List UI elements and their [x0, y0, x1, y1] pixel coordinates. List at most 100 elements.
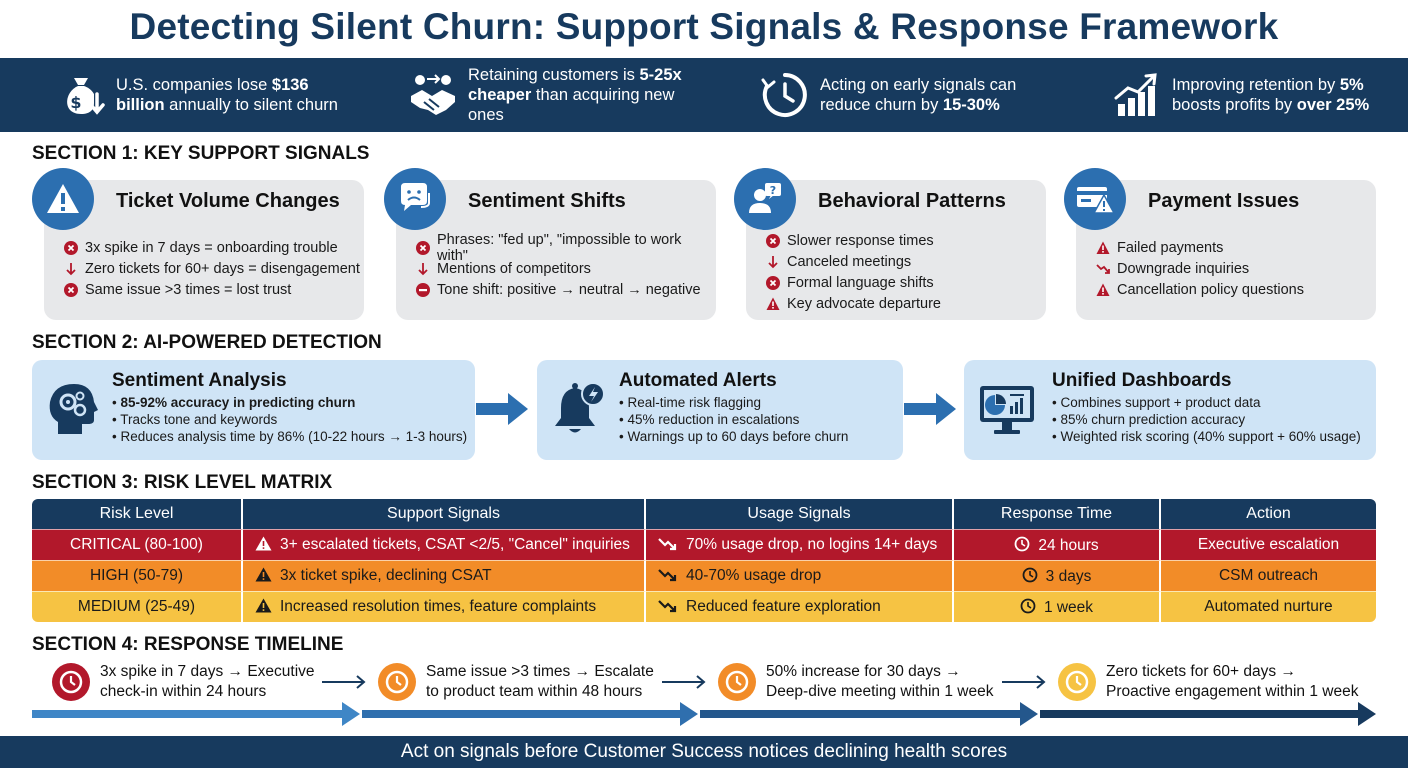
footer-banner: Act on signals before Customer Success n… [0, 736, 1408, 768]
warning-icon [32, 168, 94, 230]
list-item: Warnings up to 60 days before churn [619, 428, 848, 445]
ai-card-automated-alerts: Automated Alerts Real-time risk flagging… [537, 360, 903, 460]
clock-icon [1058, 663, 1096, 701]
table-header-row: Risk Level Support Signals Usage Signals… [32, 499, 1376, 529]
ai-card-unified-dashboards: Unified Dashboards Combines support + pr… [964, 360, 1376, 460]
section3-heading: SECTION 3: RISK LEVEL MATRIX [32, 472, 333, 493]
usage-signals-cell: 40-70% usage drop [686, 567, 822, 584]
usage-signals-cell: Reduced feature exploration [686, 598, 881, 615]
list-item: Weighted risk scoring (40% support + 60%… [1052, 428, 1360, 445]
action-cell: Automated nurture [1161, 591, 1376, 622]
section2-heading: SECTION 2: AI-POWERED DETECTION [32, 332, 382, 353]
stat-retention-cost: Retaining customers is 5-25x cheaper tha… [352, 58, 704, 132]
card-title: Behavioral Patterns [818, 190, 1006, 212]
section1-heading: SECTION 1: KEY SUPPORT SIGNALS [32, 143, 370, 164]
x-circle-icon [64, 240, 78, 255]
stat-profit-boost: Improving retention by 5% boosts profits… [1056, 58, 1408, 132]
list-item: Same issue >3 times = lost trust [64, 279, 360, 300]
warning-triangle-icon [1096, 241, 1110, 254]
list-item: 85-92% accuracy in predicting churn [112, 394, 467, 411]
list-item: Mentions of competitors [416, 258, 716, 279]
list-item: Zero tickets for 60+ days = disengagemen… [64, 258, 360, 279]
risk-matrix-table: Risk Level Support Signals Usage Signals… [32, 499, 1376, 622]
signal-card-sentiment-shifts: Sentiment Shifts Phrases: "fed up", "imp… [384, 168, 716, 320]
clock-icon [378, 663, 416, 701]
bell-alert-icon [555, 382, 605, 433]
table-row: MEDIUM (25-49) Increased resolution time… [32, 591, 1376, 622]
list-item: Downgrade inquiries [1096, 258, 1304, 279]
card-title: Payment Issues [1148, 190, 1300, 212]
support-signals-cell: 3x ticket spike, declining CSAT [280, 567, 492, 584]
list-item: Combines support + product data [1052, 394, 1361, 411]
svg-text:$: $ [70, 93, 81, 112]
arrow-down-icon [66, 262, 76, 275]
warning-triangle-icon [766, 297, 780, 310]
list-item: Canceled meetings [766, 251, 941, 272]
list-item: Tone shift: positive → neutral → negativ… [416, 279, 716, 300]
arrow-down-icon [418, 262, 428, 275]
arrow-right-icon [322, 675, 366, 689]
usage-signals-cell: 70% usage drop, no logins 14+ days [686, 536, 938, 553]
dashboard-monitor-icon [980, 386, 1034, 434]
list-item: Cancellation policy questions [1096, 279, 1304, 300]
list-item: Reduces analysis time by 86% (10-22 hour… [112, 428, 467, 445]
growth-chart-icon [1114, 73, 1157, 116]
list-item: Slower response times [766, 230, 941, 251]
list-item: Formal language shifts [766, 272, 941, 293]
arrow-right-icon [662, 675, 706, 689]
list-item: 3x spike in 7 days = onboarding trouble [64, 237, 360, 258]
clock-icon [1014, 536, 1030, 551]
arrow-down-icon [768, 255, 778, 268]
section4-heading: SECTION 4: RESPONSE TIMELINE [32, 634, 344, 655]
sad-chat-icon [384, 168, 446, 230]
risk-level-cell: MEDIUM (25-49) [32, 591, 243, 622]
support-signals-cell: Increased resolution times, feature comp… [280, 598, 597, 615]
stat-early-signals: Acting on early signals can reduce churn… [704, 58, 1056, 132]
user-question-icon: ? [734, 168, 796, 230]
response-time-cell: 1 week [1043, 598, 1094, 616]
x-circle-icon [64, 282, 78, 297]
money-bag-icon: $ [67, 78, 105, 115]
list-item: Failed payments [1096, 237, 1304, 258]
risk-level-cell: HIGH (50-79) [32, 560, 243, 591]
warning-triangle-icon [255, 598, 272, 613]
arrow-right-icon [1002, 675, 1046, 689]
handshake-icon [411, 74, 455, 115]
support-signals-cell: 3+ escalated tickets, CSAT <2/5, "Cancel… [280, 536, 630, 553]
signal-card-behavioral-patterns: ? Behavioral Patterns Slower response ti… [734, 168, 1046, 320]
warning-triangle-icon [255, 567, 272, 582]
clock-icon [718, 663, 756, 701]
card-title: Sentiment Shifts [468, 190, 626, 212]
trend-down-icon [658, 569, 677, 582]
trend-down-icon [658, 600, 677, 613]
page-title: Detecting Silent Churn: Support Signals … [129, 6, 1279, 47]
list-item: 45% reduction in escalations [619, 411, 848, 428]
signal-card-ticket-volume: Ticket Volume Changes 3x spike in 7 days… [32, 168, 364, 320]
ai-card-title: Unified Dashboards [1052, 370, 1232, 391]
list-item: Phrases: "fed up", "impossible to work w… [416, 232, 716, 264]
signal-card-payment-issues: Payment Issues Failed payments Downgrade… [1064, 168, 1376, 320]
card-title: Ticket Volume Changes [116, 190, 340, 212]
warning-triangle-icon [1096, 283, 1110, 296]
table-row: HIGH (50-79) 3x ticket spike, declining … [32, 560, 1376, 591]
risk-level-cell: CRITICAL (80-100) [32, 529, 243, 560]
clock-icon [1020, 598, 1036, 613]
table-row: CRITICAL (80-100) 3+ escalated tickets, … [32, 529, 1376, 560]
ai-card-sentiment-analysis: Sentiment Analysis 85-92% accuracy in pr… [32, 360, 475, 460]
list-item: Tracks tone and keywords [112, 411, 467, 428]
stats-banner: $ U.S. companies lose $136 billion annua… [0, 58, 1408, 132]
brain-gears-icon [49, 384, 98, 434]
column-header: Response Time [954, 499, 1161, 529]
arrow-right-icon [904, 393, 956, 425]
trend-down-icon [1096, 263, 1110, 274]
list-item: Key advocate departure [766, 293, 941, 314]
x-circle-icon [766, 233, 780, 248]
response-time-cell: 24 hours [1038, 536, 1099, 554]
clock-icon [1022, 567, 1038, 582]
action-cell: CSM outreach [1161, 560, 1376, 591]
column-header: Usage Signals [646, 499, 954, 529]
clock-icon [761, 73, 807, 117]
response-time-cell: 3 days [1045, 567, 1092, 585]
action-cell: Executive escalation [1161, 529, 1376, 560]
